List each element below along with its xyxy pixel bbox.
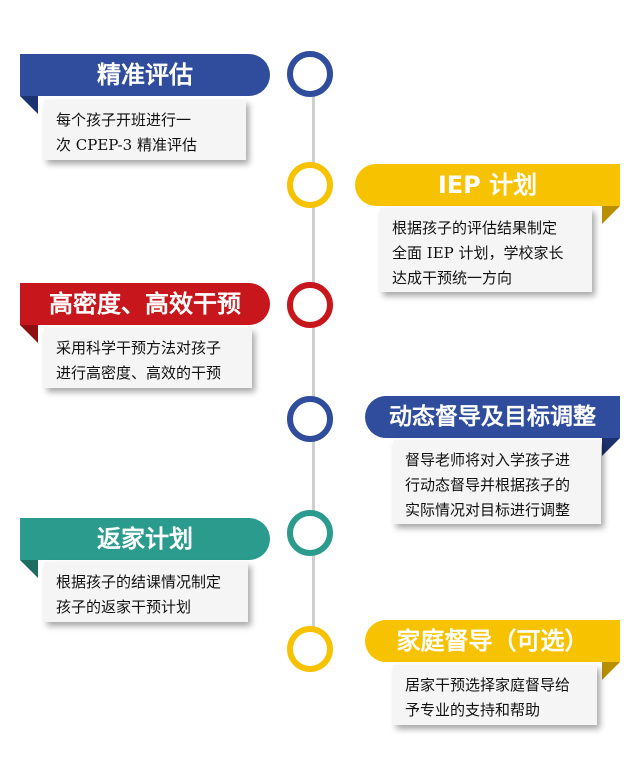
step-4-text-line-2: 行动态督导并根据孩子的: [405, 476, 571, 494]
step-2-title: IEP 计划: [437, 171, 538, 199]
step-5-title: 返家计划: [97, 525, 193, 553]
step-3-text-line-2: 进行高密度、高效的干预: [56, 364, 222, 382]
step-4-title: 动态督导及目标调整: [389, 404, 596, 430]
step-4-card: 督导老师将对入学孩子进 行动态督导并根据孩子的 实际情况对目标进行调整: [393, 440, 601, 524]
step-3-node: [287, 282, 333, 328]
step-5-node: [287, 510, 333, 556]
step-6-text-line-1: 居家干预选择家庭督导给: [405, 676, 571, 694]
step-3-banner-fold: [20, 325, 38, 343]
step-3-title: 高密度、高效干预: [49, 290, 241, 318]
step-4-banner: 动态督导及目标调整: [365, 396, 620, 456]
step-6-banner: 家庭督导（可选）: [365, 620, 620, 680]
step-2-node: [287, 162, 333, 208]
step-4-node: [287, 396, 333, 442]
step-6-text-line-2: 予专业的支持和帮助: [405, 701, 541, 719]
step-1-text-line-1: 每个孩子开班进行一: [56, 111, 192, 129]
step-2-card: 根据孩子的评估结果制定 全面 IEP 计划，学校家长 达成干预统一方向: [380, 208, 592, 292]
step-4-text-line-1: 督导老师将对入学孩子进: [405, 451, 571, 469]
step-4-text-line-3: 实际情况对目标进行调整: [405, 501, 571, 519]
timeline-line: [312, 74, 315, 659]
step-6-node: [287, 626, 333, 672]
step-3-card: 采用科学干预方法对孩子 进行高密度、高效的干预: [44, 328, 252, 388]
step-6-banner-fold: [602, 662, 620, 680]
step-1-text-line-2: 次 CPEP-3 精准评估: [56, 136, 197, 154]
step-1-node: [287, 51, 333, 97]
step-3-text-line-1: 采用科学干预方法对孩子: [56, 339, 222, 357]
step-5-text-line-2: 孩子的返家干预计划: [56, 598, 192, 616]
step-2-text-line-1: 根据孩子的评估结果制定: [392, 219, 558, 237]
step-5-banner: 返家计划: [20, 518, 270, 578]
step-6-card: 居家干预选择家庭督导给 予专业的支持和帮助: [393, 665, 597, 725]
step-5-card: 根据孩子的结课情况制定 孩子的返家干预计划: [44, 562, 248, 622]
step-4-banner-fold: [602, 438, 620, 456]
step-1-banner: 精准评估: [20, 54, 270, 114]
step-1-title: 精准评估: [97, 61, 193, 89]
step-5-text-line-1: 根据孩子的结课情况制定: [56, 573, 222, 591]
step-3-banner: 高密度、高效干预: [20, 283, 270, 343]
step-2-text-line-2: 全面 IEP 计划，学校家长: [392, 244, 564, 262]
step-6-title: 家庭督导（可选）: [396, 627, 589, 655]
step-2-banner-fold: [602, 206, 620, 224]
step-1-card: 每个孩子开班进行一 次 CPEP-3 精准评估: [44, 100, 246, 160]
step-2-text-line-3: 达成干预统一方向: [392, 269, 513, 287]
step-2-banner: IEP 计划: [355, 164, 620, 224]
step-5-banner-fold: [20, 560, 38, 578]
step-1-banner-fold: [20, 96, 38, 114]
